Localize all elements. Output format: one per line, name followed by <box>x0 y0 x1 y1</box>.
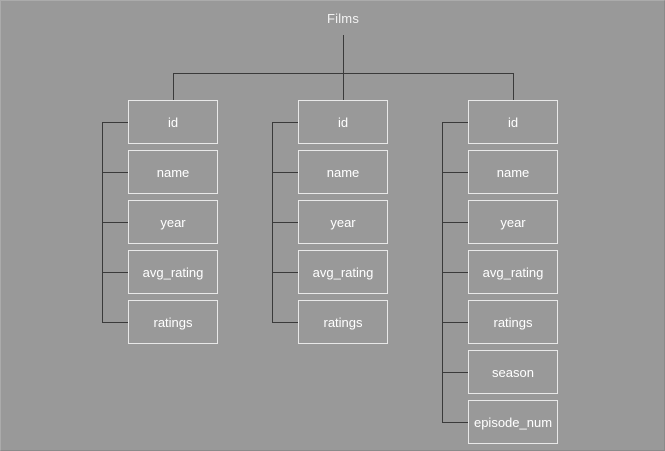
field-stub-connector <box>102 272 128 273</box>
field-node-id[interactable]: id <box>468 100 558 144</box>
field-node-label: id <box>167 114 179 130</box>
field-node-name[interactable]: name <box>128 150 218 194</box>
field-node-label: ratings <box>153 314 193 330</box>
field-stub-connector <box>272 222 298 223</box>
field-stub-connector <box>102 222 128 223</box>
root-stem-connector <box>343 35 344 100</box>
field-node-episode_num[interactable]: episode_num <box>468 400 558 444</box>
branch-bar-connector <box>173 73 514 74</box>
field-stub-connector <box>442 122 468 123</box>
field-node-label: year <box>500 214 526 230</box>
field-stub-connector <box>442 322 468 323</box>
field-node-label: ratings <box>323 314 363 330</box>
field-node-ratings[interactable]: ratings <box>128 300 218 344</box>
field-stub-connector <box>272 122 298 123</box>
field-node-name[interactable]: name <box>298 150 388 194</box>
field-node-avg_rating[interactable]: avg_rating <box>298 250 388 294</box>
field-stub-connector <box>102 172 128 173</box>
field-node-label: year <box>330 214 356 230</box>
field-node-label: name <box>156 164 190 180</box>
field-stub-connector <box>442 372 468 373</box>
field-stub-connector <box>442 272 468 273</box>
field-stub-connector <box>102 122 128 123</box>
field-node-label: ratings <box>493 314 533 330</box>
field-stub-connector <box>102 322 128 323</box>
field-node-label: episode_num <box>473 414 553 430</box>
field-node-year[interactable]: year <box>468 200 558 244</box>
root-node-label: Films <box>326 11 360 26</box>
field-node-ratings[interactable]: ratings <box>468 300 558 344</box>
field-node-avg_rating[interactable]: avg_rating <box>128 250 218 294</box>
field-node-label: name <box>326 164 360 180</box>
field-node-ratings[interactable]: ratings <box>298 300 388 344</box>
field-stub-connector <box>442 172 468 173</box>
field-node-name[interactable]: name <box>468 150 558 194</box>
field-node-id[interactable]: id <box>298 100 388 144</box>
field-node-label: name <box>496 164 530 180</box>
field-stub-connector <box>272 172 298 173</box>
field-node-id[interactable]: id <box>128 100 218 144</box>
field-node-year[interactable]: year <box>298 200 388 244</box>
field-stub-connector <box>272 322 298 323</box>
branch-drop-connector-1 <box>173 73 174 100</box>
field-stub-connector <box>442 422 468 423</box>
field-node-label: season <box>492 364 534 380</box>
field-stub-connector <box>272 272 298 273</box>
field-node-label: avg_rating <box>142 264 204 280</box>
field-node-label: id <box>507 114 519 130</box>
branch-drop-connector-3 <box>513 73 514 100</box>
field-node-label: year <box>160 214 186 230</box>
field-node-year[interactable]: year <box>128 200 218 244</box>
field-stub-connector <box>442 222 468 223</box>
field-node-avg_rating[interactable]: avg_rating <box>468 250 558 294</box>
field-node-label: avg_rating <box>482 264 544 280</box>
field-node-label: id <box>337 114 349 130</box>
field-node-season[interactable]: season <box>468 350 558 394</box>
field-node-label: avg_rating <box>312 264 374 280</box>
